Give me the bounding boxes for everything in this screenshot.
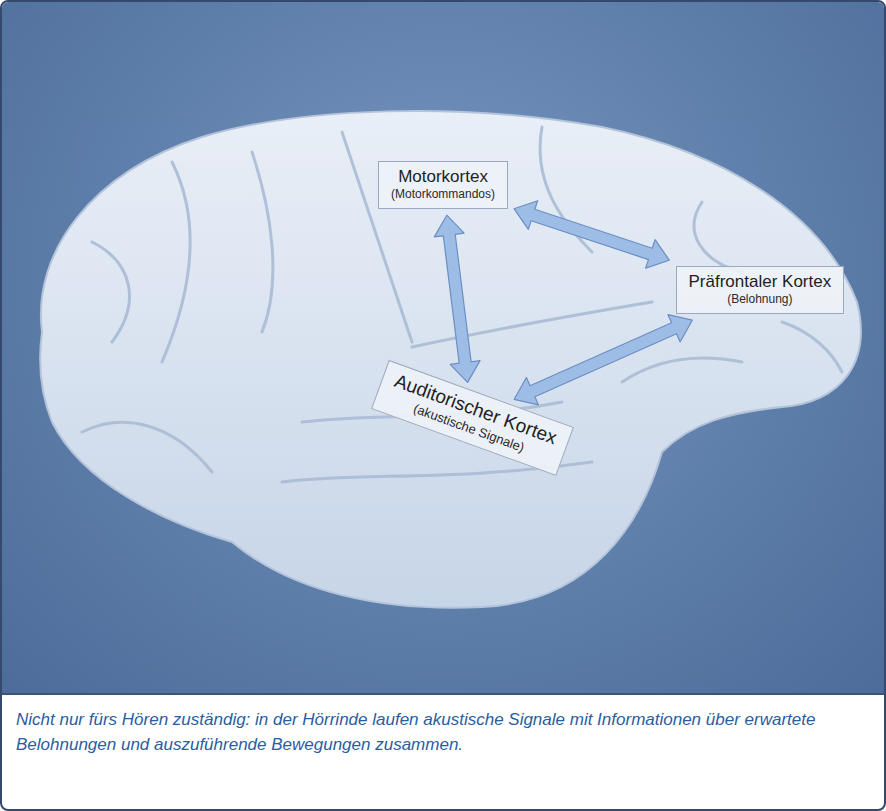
region-name: Motorkortex <box>391 167 495 187</box>
region-function: (Motorkommandos) <box>391 187 495 202</box>
region-name: Präfrontaler Kortex <box>689 272 832 292</box>
double-arrow <box>514 315 692 405</box>
region-label-box: Motorkortex(Motorkommandos) <box>378 161 508 209</box>
double-arrow <box>514 201 669 268</box>
region-label-box: Auditorischer Kortex(akustische Signale) <box>371 360 574 476</box>
region-function: (Belohnung) <box>689 292 832 307</box>
node-layer: Motorkortex(Motorkommandos) Präfrontaler … <box>2 2 884 693</box>
region-label-box: Präfrontaler Kortex(Belohnung) <box>676 266 845 314</box>
figure-caption: Nicht nur fürs Hören zuständig: in der H… <box>16 708 866 757</box>
connector-layer <box>2 2 884 693</box>
double-arrow <box>434 215 480 382</box>
brain-illustration <box>2 2 884 693</box>
